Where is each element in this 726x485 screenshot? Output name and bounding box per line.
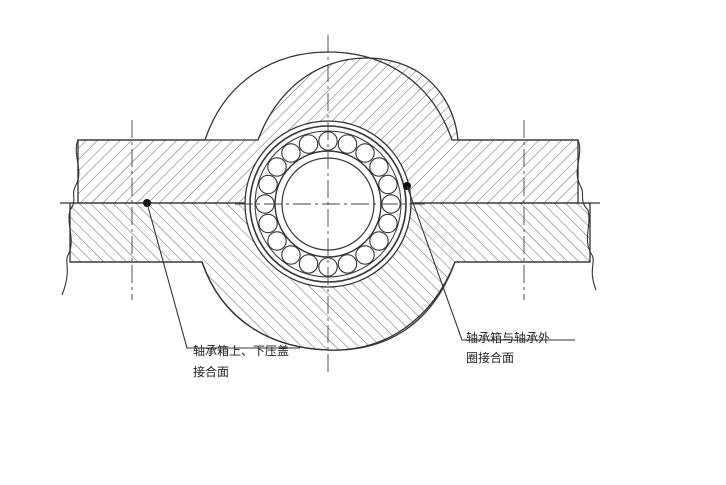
annotation-left-line2: 接合面 (193, 365, 230, 379)
roller (378, 174, 398, 195)
annotation-right-line2: 圈接合面 (466, 351, 515, 365)
center-lines (131, 35, 525, 375)
roller (281, 245, 301, 265)
leader-lines (146, 185, 575, 349)
roller (258, 174, 278, 195)
roller (258, 213, 278, 234)
roller (355, 143, 375, 163)
roller (298, 134, 319, 154)
roller (378, 213, 398, 234)
annotation-left-line1: 轴承箱上、下压盖 (193, 344, 290, 358)
break-left-lower (61, 209, 72, 296)
roller (369, 231, 389, 251)
roller (369, 157, 389, 177)
roller-set (255, 131, 401, 277)
roller (355, 245, 375, 265)
roller (267, 231, 287, 251)
break-left-upper (69, 139, 80, 211)
roller (337, 254, 358, 274)
roller (298, 254, 319, 274)
annotation-right-line1: 轴承箱与轴承外 (466, 331, 551, 345)
roller (337, 134, 358, 154)
leader-right (406, 185, 575, 341)
break-right-upper (576, 139, 589, 211)
roller (281, 143, 301, 163)
roller (267, 157, 287, 177)
leader-left (146, 202, 300, 349)
break-right-lower (586, 209, 597, 291)
